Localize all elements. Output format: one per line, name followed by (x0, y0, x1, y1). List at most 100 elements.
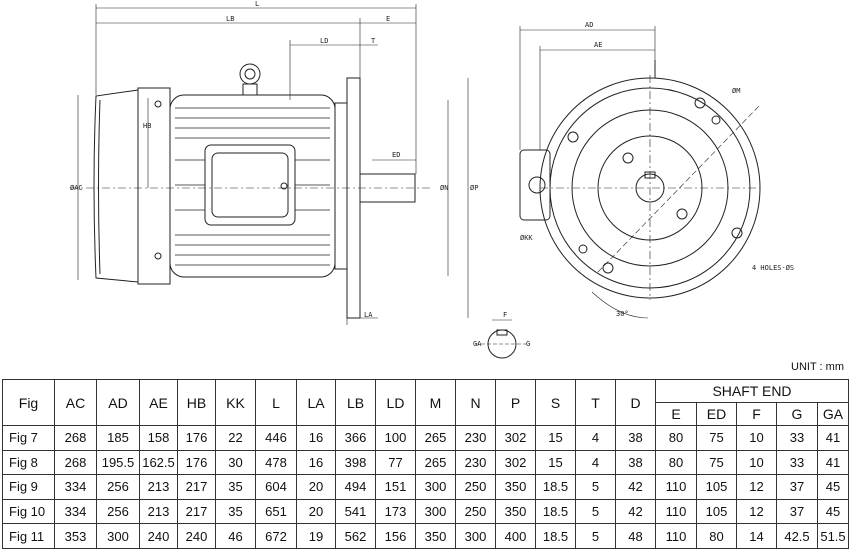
value-cell: 300 (96, 523, 140, 549)
value-cell: 46 (215, 523, 256, 549)
value-cell: 19 (296, 523, 336, 549)
fig-cell: Fig 11 (2, 523, 55, 549)
col-header: L (255, 379, 297, 426)
value-cell: 41 (816, 425, 850, 451)
col-header: P (495, 379, 536, 426)
col-header: HB (177, 379, 216, 426)
value-cell: 350 (495, 474, 536, 500)
value-cell: 14 (736, 523, 777, 549)
shaft-section (475, 319, 530, 359)
value-cell: 20 (296, 498, 336, 525)
value-cell: 195.5 (96, 449, 140, 476)
value-cell: 42 (615, 474, 656, 500)
value-cell: 256 (96, 498, 140, 525)
value-cell: 51.5 (816, 523, 850, 549)
value-cell: 30 (215, 449, 256, 476)
value-cell: 18.5 (535, 523, 576, 549)
value-cell: 12 (736, 498, 777, 525)
value-cell: 268 (54, 425, 97, 451)
value-cell: 45 (816, 474, 850, 500)
shaft-end-header: SHAFT END (654, 379, 850, 403)
value-cell: 4 (575, 449, 616, 476)
value-cell: 38 (615, 449, 656, 476)
col-header: AC (54, 379, 97, 426)
value-cell: 240 (177, 523, 216, 549)
shaft-col-header: G (776, 402, 818, 426)
value-cell: 35 (215, 474, 256, 500)
label-P: ØP (470, 184, 478, 192)
value-cell: 16 (296, 449, 336, 476)
value-cell: 185 (96, 425, 140, 451)
label-LD: LD (320, 37, 328, 45)
value-cell: 300 (415, 474, 456, 500)
value-cell: 110 (655, 523, 697, 549)
label-M: ØM (732, 87, 740, 95)
col-header: M (415, 379, 456, 426)
col-header: D (615, 379, 656, 426)
value-cell: 672 (255, 523, 297, 549)
value-cell: 15 (535, 425, 576, 451)
value-cell: 100 (375, 425, 416, 451)
label-KK: ØKK (520, 234, 533, 242)
value-cell: 5 (575, 498, 616, 525)
value-cell: 302 (495, 425, 536, 451)
value-cell: 18.5 (535, 474, 576, 500)
value-cell: 18.5 (535, 498, 576, 525)
side-view (70, 63, 430, 319)
value-cell: 80 (655, 449, 697, 476)
value-cell: 110 (655, 498, 697, 525)
value-cell: 151 (375, 474, 416, 500)
label-AE: AE (594, 41, 602, 49)
value-cell: 400 (495, 523, 536, 549)
value-cell: 35 (215, 498, 256, 525)
value-cell: 217 (177, 474, 216, 500)
value-cell: 230 (455, 449, 496, 476)
label-F: F (503, 311, 507, 319)
label-N: ØN (440, 184, 448, 192)
value-cell: 604 (255, 474, 297, 500)
value-cell: 42 (615, 498, 656, 525)
value-cell: 334 (54, 498, 97, 525)
value-cell: 398 (335, 449, 376, 476)
label-AC: ØAC (70, 184, 83, 192)
value-cell: 75 (696, 449, 737, 476)
value-cell: 562 (335, 523, 376, 549)
label-LA: LA (364, 311, 373, 319)
value-cell: 541 (335, 498, 376, 525)
shaft-col-header: GA (816, 402, 850, 426)
value-cell: 45 (816, 498, 850, 525)
value-cell: 162.5 (139, 449, 178, 476)
value-cell: 42.5 (776, 523, 818, 549)
value-cell: 33 (776, 425, 818, 451)
value-cell: 256 (96, 474, 140, 500)
label-HB: HB (143, 122, 151, 130)
value-cell: 20 (296, 474, 336, 500)
value-cell: 651 (255, 498, 297, 525)
front-dimension-lines (519, 26, 656, 319)
value-cell: 268 (54, 449, 97, 476)
value-cell: 12 (736, 474, 777, 500)
value-cell: 173 (375, 498, 416, 525)
fig-cell: Fig 8 (2, 449, 55, 476)
value-cell: 10 (736, 425, 777, 451)
value-cell: 37 (776, 474, 818, 500)
col-header: T (575, 379, 616, 426)
value-cell: 353 (54, 523, 97, 549)
fig-cell: Fig 10 (2, 498, 55, 525)
label-G: G (526, 340, 530, 348)
value-cell: 5 (575, 523, 616, 549)
shaft-col-header: E (655, 402, 697, 426)
value-cell: 300 (415, 498, 456, 525)
value-cell: 38 (615, 425, 656, 451)
side-dimension-lines (77, 4, 469, 325)
fig-header: Fig (2, 379, 55, 426)
unit-label: UNIT : mm (791, 361, 844, 373)
value-cell: 80 (655, 425, 697, 451)
value-cell: 15 (535, 449, 576, 476)
value-cell: 302 (495, 449, 536, 476)
value-cell: 176 (177, 425, 216, 451)
